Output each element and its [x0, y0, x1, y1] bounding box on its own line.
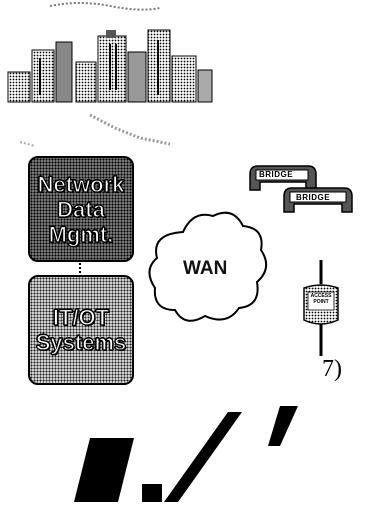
decorative-scribble — [19, 110, 230, 150]
wan-cloud-icon — [143, 202, 273, 332]
network-data-mgmt-box: Network Data Mgmt. — [28, 156, 134, 262]
it-ot-systems-label: IT/OT Systems — [35, 304, 127, 355]
access-point-icon — [296, 260, 346, 356]
bridge-icon — [244, 160, 364, 220]
figure-label: 7) — [322, 356, 342, 382]
box-connector — [60, 262, 100, 277]
it-ot-systems-box: IT/OT Systems — [28, 275, 134, 385]
bridge-label-2: BRIDGE — [296, 193, 331, 202]
access-point-label: ACCESS POINT — [310, 293, 332, 305]
network-data-mgmt-label: Network Data Mgmt. — [37, 171, 125, 247]
city-skyline-icon — [0, 0, 215, 110]
wan-label: WAN — [183, 258, 228, 279]
bottom-glyphs — [62, 406, 342, 506]
bridge-label-1: BRIDGE — [259, 170, 294, 179]
